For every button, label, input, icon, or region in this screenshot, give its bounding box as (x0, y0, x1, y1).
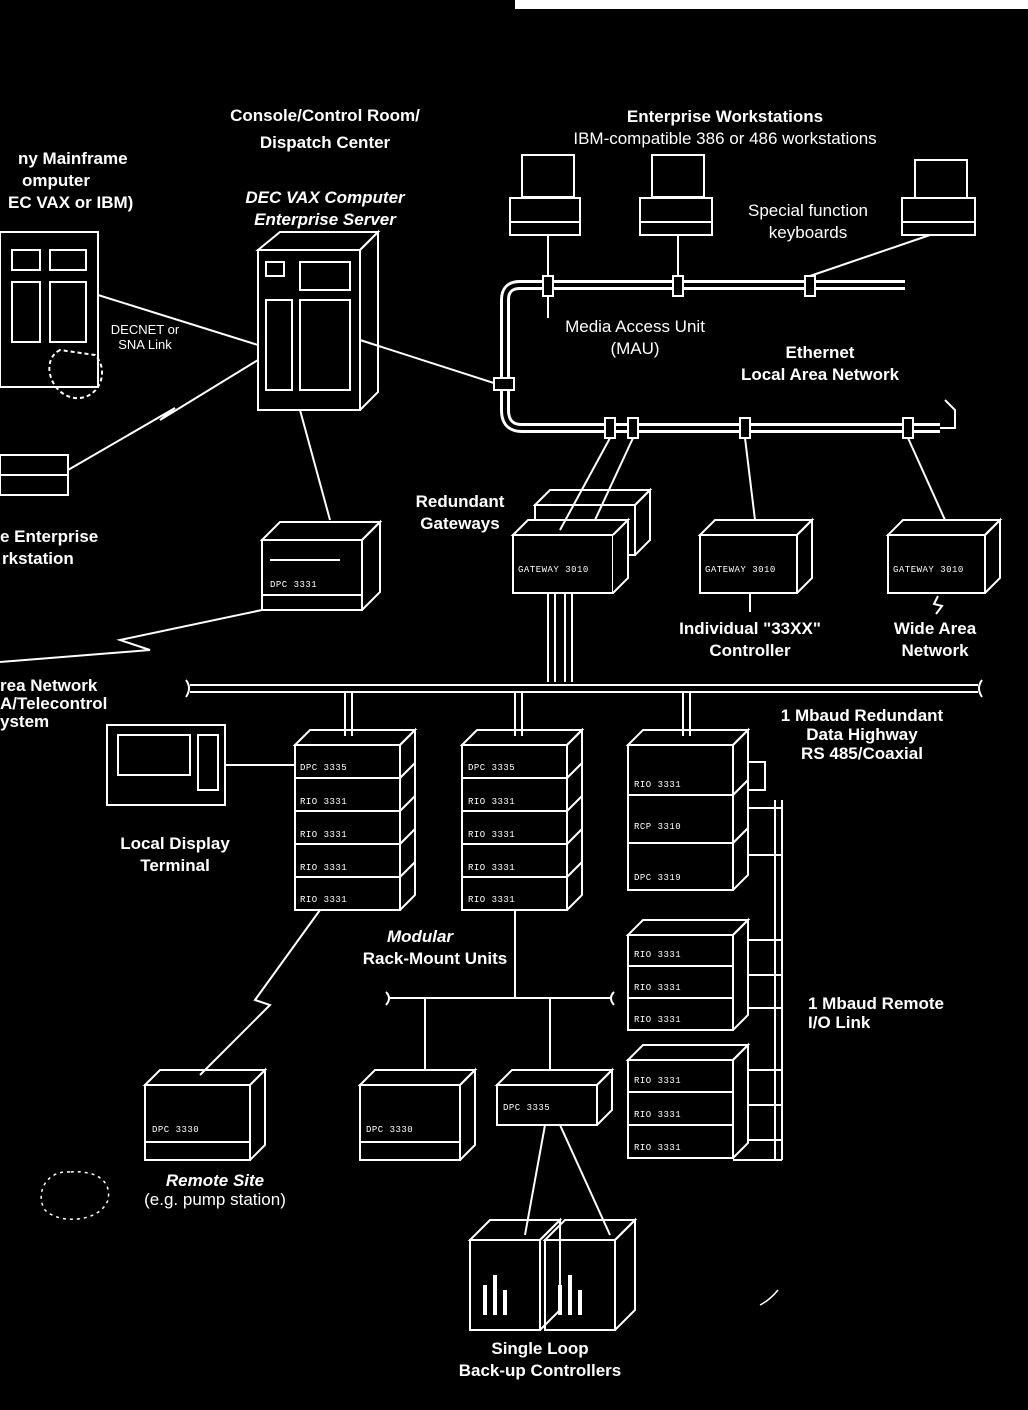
rack2-dpc-tag: DPC 3335 (468, 763, 516, 773)
dec-vax-server-icon (255, 229, 381, 411)
individual-gateway-icon (697, 517, 815, 594)
individual-controller-label: Individual "33XX"Controller (679, 619, 821, 660)
gateway-tag-1: GATEWAY 3010 (518, 565, 589, 575)
console-room-label: Console/Control Room/Dispatch Center (230, 106, 420, 152)
dpc-3330-unit-icon (357, 1067, 478, 1161)
dpc-3335-unit-icon (494, 1067, 615, 1126)
data-highway-bus (185, 679, 983, 698)
ethernet-lan-cable (500, 280, 956, 433)
rio-b-tag-1: RIO 3331 (634, 1076, 682, 1086)
rack-mount-label: Rack-Mount Units (362, 949, 508, 968)
top-white-strip (515, 0, 1028, 9)
rack1-rio-tag-3: RIO 3331 (300, 863, 348, 873)
gateway-tag-2: GATEWAY 3010 (705, 565, 776, 575)
rack-unit-1-icon (292, 727, 418, 911)
workstation-1-icon (509, 154, 581, 276)
rack1-rio-tag-1: RIO 3331 (300, 797, 348, 807)
rio-a-tag-2: RIO 3331 (634, 983, 682, 993)
enterprise-workstations-sub: IBM-compatible 386 or 486 workstations (573, 129, 877, 148)
redundant-gateway-front-icon (510, 517, 631, 594)
sub-bus (385, 991, 615, 1006)
mainframe-label: ny Mainframe omputer EC VAX or IBM) (8, 149, 134, 212)
local-display-terminal-icon (106, 724, 295, 806)
small-dpc-tag: DPC 3335 (503, 1103, 551, 1113)
dpc-3331-console-unit-icon (259, 519, 383, 611)
rio-a-tag-1: RIO 3331 (634, 950, 682, 960)
wan-gateway-icon (885, 517, 1003, 594)
left-workstation-icon (0, 454, 69, 496)
data-highway-label: 1 Mbaud Redundant Data Highway RS 485/Co… (780, 706, 944, 763)
modular-label: Modular (386, 927, 454, 946)
rack3-rio-tag: RIO 3331 (634, 780, 682, 790)
remote-site-dpc-tag: DPC 3330 (152, 1125, 200, 1135)
rack2-rio-tag-1: RIO 3331 (468, 797, 516, 807)
middle-dpc-tag: DPC 3330 (366, 1125, 414, 1135)
workstation-2-icon (639, 154, 713, 276)
rio-b-tag-3: RIO 3331 (634, 1143, 682, 1153)
remote-site-sub: (e.g. pump station) (144, 1190, 286, 1209)
remote-io-rack-b-icon (625, 1042, 751, 1159)
mainframe-computer-icon (0, 231, 104, 400)
rack2-rio-tag-3: RIO 3331 (468, 863, 516, 873)
rack-unit-2-icon (459, 727, 585, 911)
rio-b-tag-2: RIO 3331 (634, 1110, 682, 1120)
rack2-rio-tag-4: RIO 3331 (468, 895, 516, 905)
rack-unit-3-icon (625, 727, 751, 891)
backup-controller-2-icon (542, 1217, 638, 1331)
gateway-tag-3: GATEWAY 3010 (893, 565, 964, 575)
remote-site-unit-icon (142, 1067, 268, 1161)
remote-site-label: Remote Site (165, 1171, 265, 1190)
rack1-rio-tag-2: RIO 3331 (300, 830, 348, 840)
enterprise-workstations-label: Enterprise Workstations (626, 107, 824, 126)
remote-io-link-bus (733, 800, 783, 1161)
rack1-rio-tag-4: RIO 3331 (300, 895, 348, 905)
rack3-dpc-tag: DPC 3319 (634, 873, 682, 883)
remote-io-rack-a-icon (625, 917, 751, 1031)
rack3-rcp-tag: RCP 3310 (634, 822, 682, 832)
backup-controller-1-icon (467, 1217, 563, 1331)
dpc-3331-tag: DPC 3331 (270, 580, 318, 590)
rack2-rio-tag-2: RIO 3331 (468, 830, 516, 840)
rio-a-tag-3: RIO 3331 (634, 1015, 682, 1025)
mau-label: Media Access Unit(MAU) (565, 317, 705, 358)
workstation-3-icon (809, 159, 976, 277)
area-network-label: rea Network A/Telecontrol ystem (0, 676, 108, 731)
rack1-dpc-tag: DPC 3335 (300, 763, 348, 773)
